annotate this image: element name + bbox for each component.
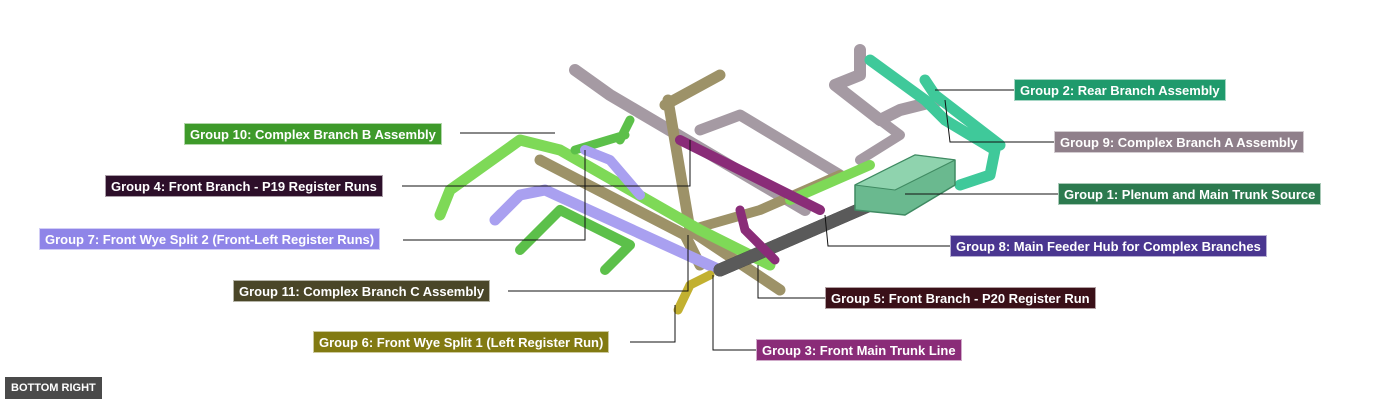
- duct-purple-b: [580, 145, 645, 200]
- leader-group-6: [630, 305, 676, 343]
- duct-magenta-a: [675, 135, 825, 215]
- leader-group-3: [712, 275, 757, 351]
- leader-group-8: [824, 214, 950, 247]
- leader-group-5: [757, 265, 825, 299]
- label-group-7: Group 7: Front Wye Split 2 (Front-Left R…: [39, 228, 381, 250]
- leader-group-11: [508, 235, 689, 292]
- label-group-11: Group 11: Complex Branch C Assembly: [233, 280, 491, 302]
- label-group-3: Group 3: Front Main Trunk Line: [756, 339, 962, 361]
- leader-group-9: [944, 99, 1055, 143]
- duct-magenta-b: [735, 205, 780, 265]
- duct-gray-b: [694, 109, 846, 181]
- duct-yellow: [673, 270, 715, 315]
- label-group-6: Group 6: Front Wye Split 1 (Left Registe…: [313, 331, 610, 353]
- label-group-2: Group 2: Rear Branch Assembly: [1014, 79, 1226, 101]
- leader-group-7: [403, 150, 586, 241]
- duct-green-d: [785, 160, 875, 205]
- duct-purple-a: [489, 184, 726, 276]
- duct-green-a: [434, 134, 776, 271]
- label-group-1: Group 1: Plenum and Main Trunk Source: [1058, 183, 1322, 205]
- duct-green-b: [515, 205, 635, 275]
- label-group-5: Group 5: Front Branch - P20 Register Run: [825, 287, 1096, 309]
- label-group-10: Group 10: Complex Branch B Assembly: [184, 123, 442, 145]
- label-group-4: Group 4: Front Branch - P19 Register Run…: [105, 175, 383, 197]
- duct-gray-a: [829, 44, 946, 126]
- view-orientation-badge: BOTTOM RIGHT: [5, 377, 102, 399]
- plenum-box-top: [854, 154, 956, 191]
- label-group-9: Group 9: Complex Branch A Assembly: [1054, 131, 1304, 153]
- duct-main-trunk-rib: [713, 198, 877, 277]
- duct-teal: [864, 54, 1006, 191]
- leader-group-4: [402, 140, 691, 187]
- label-group-8: Group 8: Main Feeder Hub for Complex Bra…: [950, 235, 1267, 257]
- duct-gray-c: [855, 115, 905, 165]
